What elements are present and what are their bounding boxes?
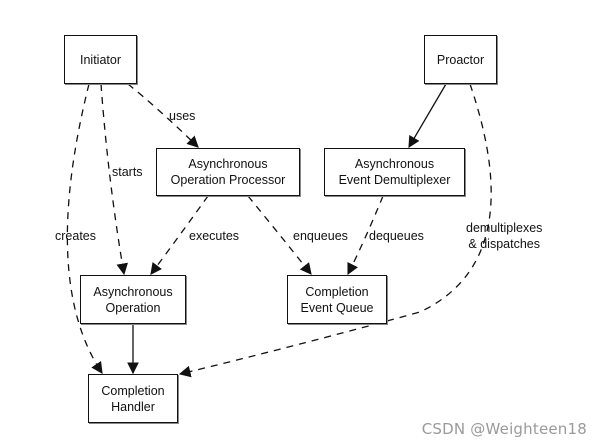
- node-initiator: Initiator: [64, 35, 137, 84]
- edge-label-enqueues: enqueues: [293, 229, 348, 243]
- node-label: Asynchronous Operation Processor: [170, 157, 286, 187]
- node-label: Asynchronous Event Demultiplexer: [338, 157, 451, 187]
- edge-dispatches: [178, 83, 492, 378]
- node-async-operation: Asynchronous Operation: [80, 275, 186, 324]
- edge-label-demultiplexes-dispatches: demultiplexes & dispatches: [466, 221, 543, 251]
- node-proactor: Proactor: [424, 35, 497, 84]
- node-label: Asynchronous Operation: [93, 284, 173, 315]
- watermark: CSDN @Weighteen18: [421, 420, 587, 438]
- edge-uses: [127, 83, 199, 148]
- node-async-operation-processor: Asynchronous Operation Processor: [156, 148, 300, 196]
- edge-label-executes: executes: [189, 229, 240, 243]
- edge-label-dequeues: dequeues: [369, 229, 424, 243]
- node-label: Completion Handler: [101, 383, 165, 414]
- node-completion-handler: Completion Handler: [88, 374, 178, 423]
- edge-label-creates: creates: [55, 229, 96, 243]
- edge-dequeues: [347, 195, 384, 276]
- node-label: Initiator: [80, 52, 121, 67]
- node-completion-event-queue: Completion Event Queue: [287, 275, 387, 324]
- edge-proactor-aed: [408, 83, 447, 149]
- node-label: Proactor: [436, 52, 485, 67]
- edge-label-uses: uses: [169, 109, 196, 123]
- edge-starts: [100, 83, 129, 276]
- edge-creates: [66, 83, 103, 374]
- node-async-event-demultiplexer: Asynchronous Event Demultiplexer: [324, 148, 465, 196]
- edge-label-starts: starts: [112, 165, 143, 179]
- node-label: Completion Event Queue: [300, 284, 374, 315]
